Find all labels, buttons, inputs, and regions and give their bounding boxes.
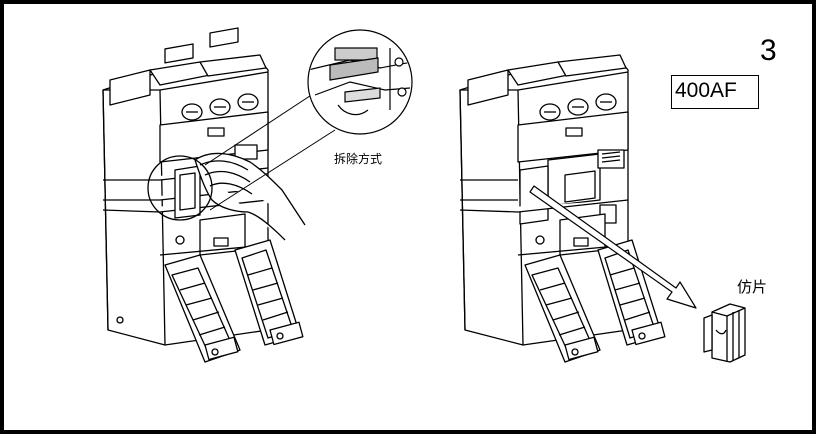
removal-method-label: 拆除方式 [334, 152, 383, 166]
removal-arrow [529, 185, 697, 309]
left-breaker-illustration [102, 27, 269, 346]
dummy-piece-illustration [703, 303, 746, 363]
frame-rating-box [671, 75, 759, 109]
hand-illustration [194, 152, 306, 241]
frame-rating-label: 400AF [675, 79, 737, 102]
step-number: 3 [760, 34, 777, 67]
magnifier-callout [307, 29, 413, 135]
left-lower-covers [164, 239, 304, 363]
leader-line-bottom [209, 129, 336, 211]
magnifier-focus-circle [147, 155, 213, 221]
leader-line-top [204, 87, 323, 166]
dummy-piece-label: 仿片 [737, 278, 768, 296]
right-lower-covers [524, 239, 666, 363]
right-breaker-illustration [459, 54, 629, 346]
